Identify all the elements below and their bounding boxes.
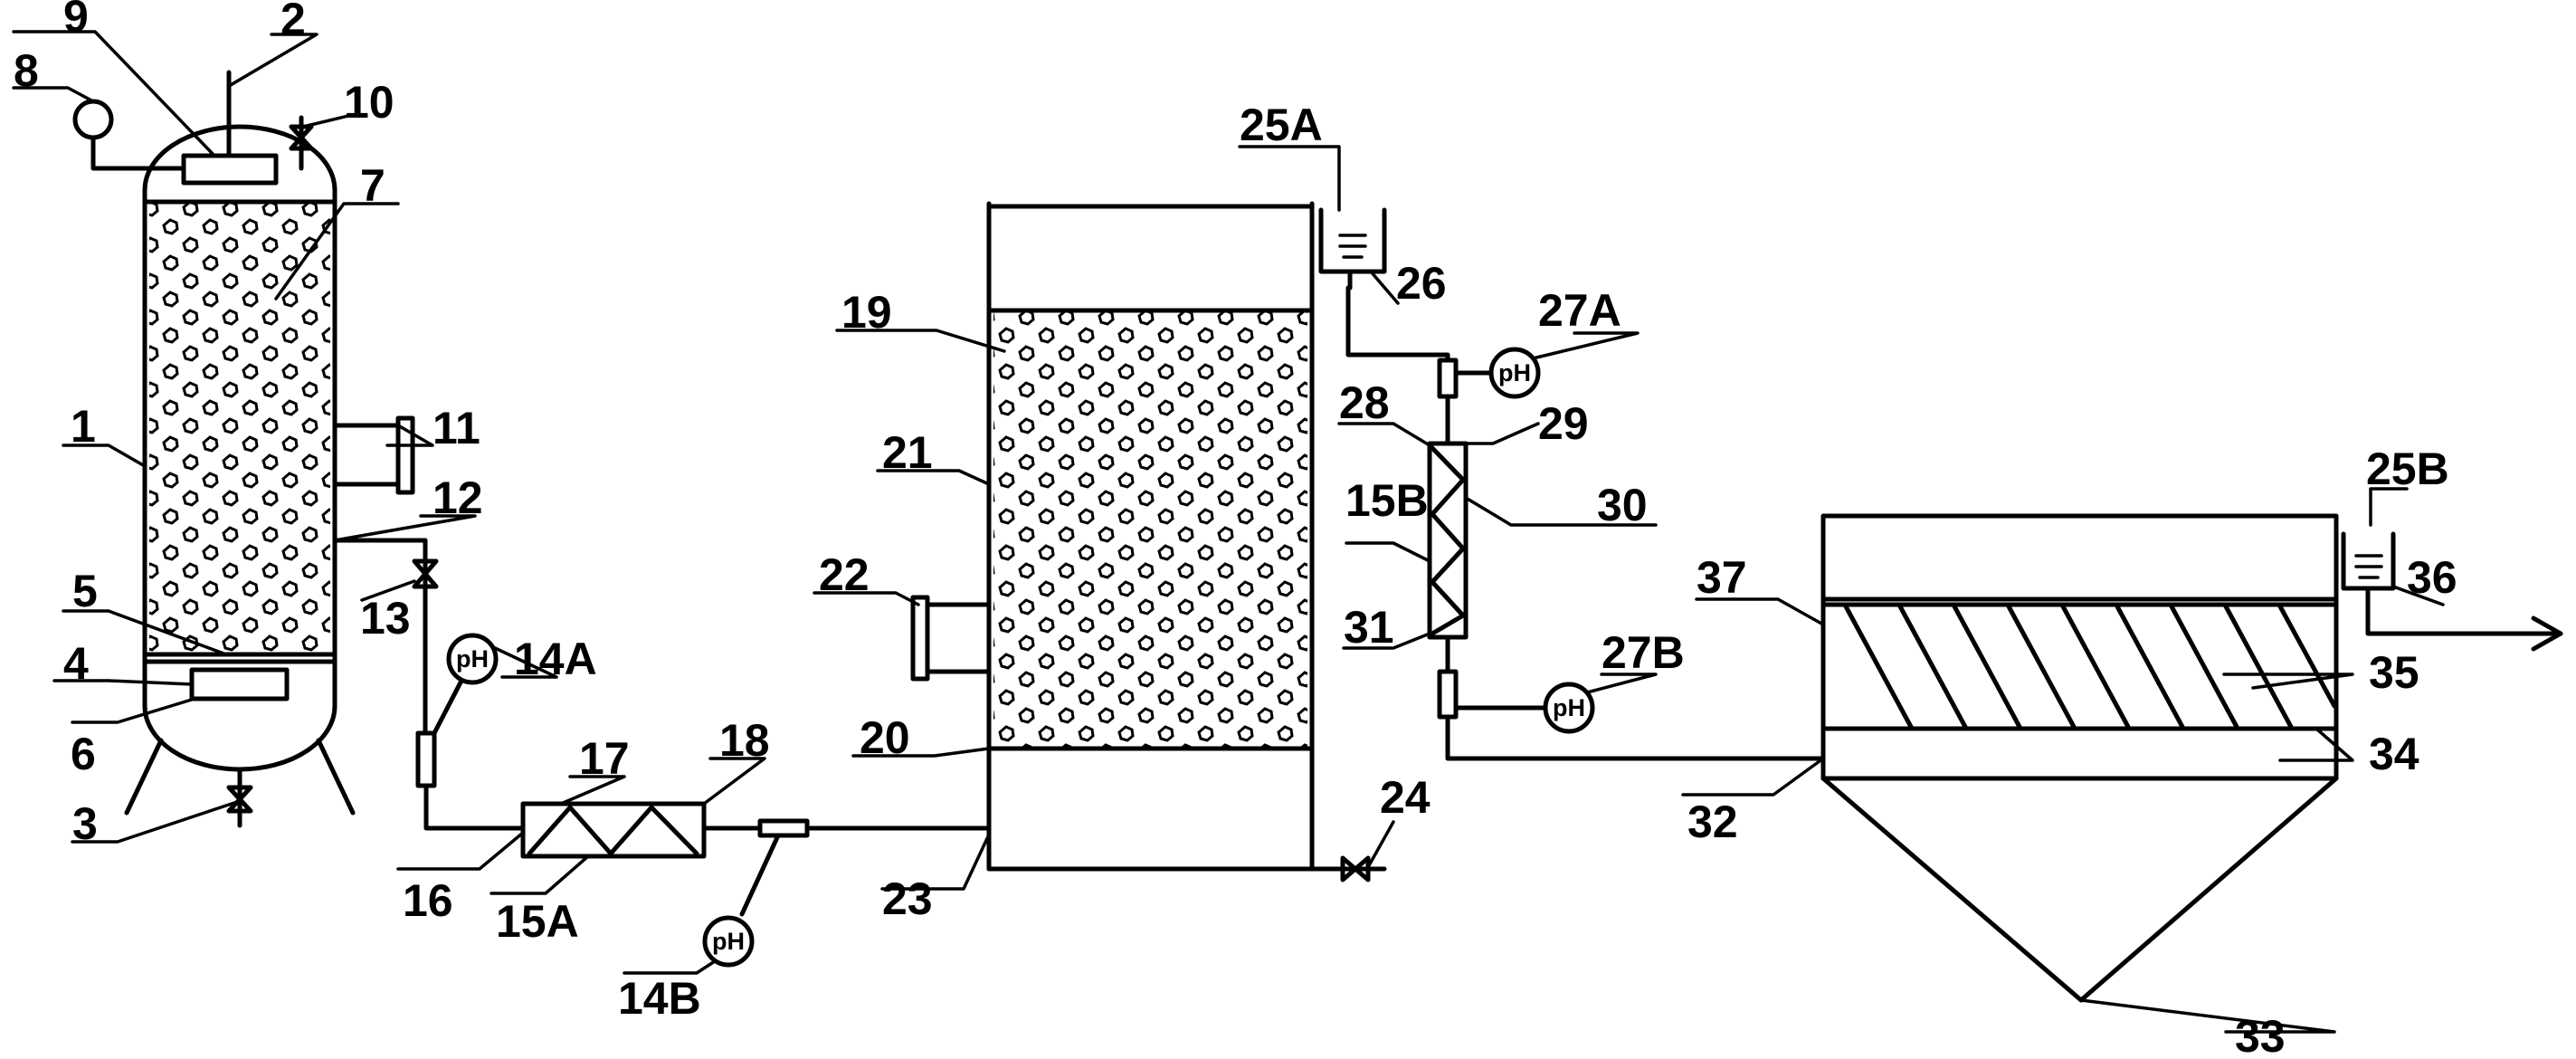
- leader-lines: [12, 30, 2445, 1034]
- bottom-distributor-4: [189, 667, 290, 701]
- ph-meter-14a-text: pH: [456, 645, 489, 673]
- part-labels: 9 2 8 10 7 1 11 12 5 13 14A 4 6 17 18 3 …: [14, 0, 2457, 1059]
- ph-probe-14b-sleeve: [757, 818, 810, 838]
- label-10: 10: [344, 77, 394, 128]
- drain-valve-3: [226, 785, 253, 814]
- label-25a: 25A: [1240, 100, 1323, 150]
- ph-meter-14a: [446, 633, 499, 685]
- label-1: 1: [71, 401, 96, 452]
- label-31: 31: [1344, 602, 1394, 653]
- label-8: 8: [14, 45, 39, 96]
- label-27b: 27B: [1602, 627, 1685, 678]
- label-7: 7: [360, 160, 385, 211]
- label-15a: 15A: [496, 896, 579, 947]
- label-36: 36: [2407, 552, 2457, 603]
- ph-meter-27b-text: pH: [1553, 694, 1585, 721]
- ph-meter-27a-text: pH: [1498, 359, 1531, 386]
- ph-meter-27b: [1543, 682, 1595, 734]
- static-mixer-15a: [520, 801, 707, 859]
- label-35: 35: [2369, 647, 2419, 698]
- sludge-hopper-33: [1820, 776, 2084, 1003]
- label-19: 19: [841, 287, 892, 338]
- ph-meter-27a: [1488, 347, 1541, 399]
- valve-13: [412, 558, 439, 589]
- label-6: 6: [71, 729, 96, 779]
- label-23: 23: [882, 873, 933, 924]
- label-12: 12: [433, 472, 483, 523]
- filter-column-2: [910, 201, 1387, 882]
- label-5: 5: [72, 566, 98, 616]
- top-distributor-9: [181, 153, 279, 186]
- pipe-18: pH: [701, 818, 992, 968]
- label-21: 21: [882, 427, 933, 478]
- label-18: 18: [719, 715, 770, 766]
- packing-media-19: [993, 312, 1307, 747]
- side-flange-22: [910, 595, 930, 682]
- label-3: 3: [72, 798, 98, 849]
- dosing-tank-25a: pH: [1318, 207, 1541, 446]
- label-17: 17: [579, 733, 630, 784]
- label-26: 26: [1396, 258, 1447, 309]
- label-27a: 27A: [1538, 285, 1621, 336]
- label-30: 30: [1597, 480, 1648, 530]
- label-24: 24: [1380, 772, 1431, 823]
- label-14a: 14A: [514, 634, 597, 684]
- label-20: 20: [860, 712, 910, 763]
- label-2: 2: [280, 0, 306, 44]
- valve-24: [1340, 855, 1371, 882]
- reactor-column-1: [72, 70, 439, 828]
- ph-meter-14b-text: pH: [712, 928, 745, 955]
- label-15b: 15B: [1345, 475, 1429, 526]
- label-16: 16: [403, 875, 453, 926]
- label-28: 28: [1339, 377, 1390, 428]
- label-4: 4: [63, 638, 89, 689]
- packing-media-7: [149, 202, 330, 654]
- ph-probe-27a-sleeve: [1437, 358, 1459, 399]
- label-9: 9: [63, 0, 89, 42]
- label-25b: 25B: [2366, 444, 2449, 494]
- label-29: 29: [1538, 398, 1589, 449]
- label-37: 37: [1697, 552, 1747, 603]
- label-33: 33: [2235, 1011, 2286, 1059]
- pipe-to-mixer-15a: pH: [415, 633, 526, 831]
- pressure-gauge-8: [72, 99, 114, 140]
- settling-tank: [1820, 513, 2563, 1003]
- label-13: 13: [360, 593, 411, 644]
- label-34: 34: [2369, 729, 2419, 779]
- static-mixer-15b: pH: [1427, 441, 1826, 761]
- label-32: 32: [1687, 797, 1738, 847]
- ph-meter-14b: [702, 915, 755, 968]
- side-flange-11: [395, 415, 415, 495]
- label-14b: 14B: [618, 973, 701, 1024]
- ph-probe-14a-sleeve: [415, 730, 437, 788]
- ph-probe-27b-sleeve: [1437, 669, 1459, 720]
- inclined-plates-35: [1843, 604, 2337, 730]
- label-11: 11: [433, 403, 480, 453]
- label-22: 22: [819, 549, 870, 600]
